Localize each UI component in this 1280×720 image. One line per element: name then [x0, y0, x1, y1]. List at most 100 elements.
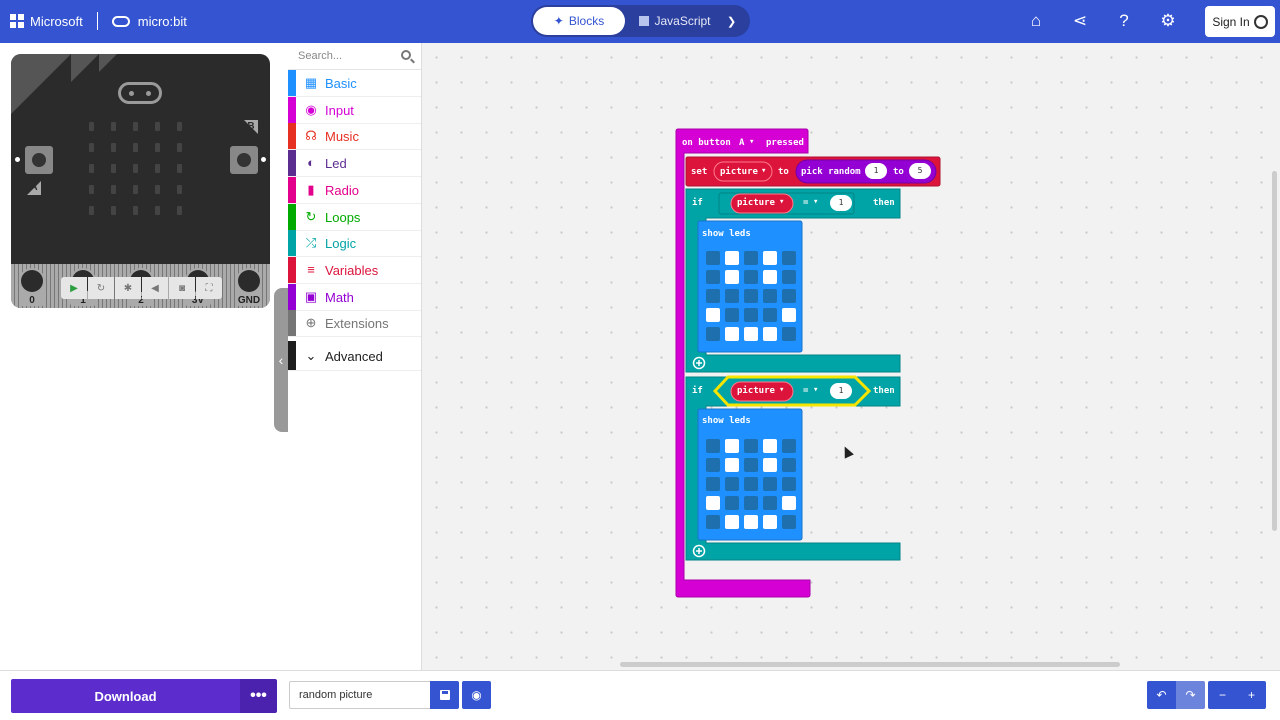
undo-button[interactable]: ↶: [1147, 681, 1176, 709]
compare-value-input[interactable]: 1: [830, 195, 852, 211]
mute-icon[interactable]: ◀: [142, 277, 168, 299]
led-cell[interactable]: [725, 270, 739, 284]
led-cell[interactable]: [744, 251, 758, 265]
microbit-board[interactable]: A B 0 1 2 3V GND: [11, 54, 270, 308]
button-a[interactable]: [25, 146, 53, 174]
restart-icon[interactable]: ↻: [88, 277, 114, 299]
led-cell[interactable]: [782, 251, 796, 265]
random-to-input[interactable]: 5: [909, 163, 931, 179]
led-cell[interactable]: [725, 439, 739, 453]
fullscreen-icon[interactable]: ⛶: [196, 277, 222, 299]
led-cell[interactable]: [744, 308, 758, 322]
led-cell[interactable]: [763, 251, 777, 265]
led-cell[interactable]: [763, 289, 777, 303]
led-cell[interactable]: [744, 270, 758, 284]
search-icon[interactable]: [401, 50, 411, 60]
led-cell[interactable]: [763, 439, 777, 453]
search-input[interactable]: Search...: [298, 50, 343, 62]
horizontal-scrollbar[interactable]: [620, 662, 1120, 667]
pin-0[interactable]: 0: [19, 268, 45, 306]
variable-name[interactable]: picture: [737, 198, 775, 208]
led-cell[interactable]: [763, 270, 777, 284]
led-cell[interactable]: [744, 458, 758, 472]
led-cell[interactable]: [763, 458, 777, 472]
button-dropdown[interactable]: A: [739, 138, 745, 148]
variable-name[interactable]: picture: [720, 167, 758, 177]
javascript-tab[interactable]: JavaScript: [627, 7, 723, 35]
led-cell[interactable]: [782, 289, 796, 303]
share-icon[interactable]: ⋖: [1072, 11, 1088, 30]
led-cell[interactable]: [706, 496, 720, 510]
screenshot-icon[interactable]: ◙: [169, 277, 195, 299]
led-cell[interactable]: [782, 515, 796, 529]
led-cell[interactable]: [725, 289, 739, 303]
variable-name[interactable]: picture: [737, 386, 775, 396]
led-cell[interactable]: [782, 308, 796, 322]
project-name-input[interactable]: random picture: [289, 681, 430, 709]
toolbox-category-logic[interactable]: ⤮Logic: [288, 230, 421, 258]
led-cell[interactable]: [763, 477, 777, 491]
led-cell[interactable]: [744, 477, 758, 491]
led-cell[interactable]: [782, 439, 796, 453]
blocks-tab[interactable]: ✦ Blocks: [533, 7, 625, 35]
led-cell[interactable]: [763, 515, 777, 529]
led-cell[interactable]: [763, 308, 777, 322]
led-cell[interactable]: [725, 477, 739, 491]
toolbox-category-math[interactable]: ▣Math: [288, 283, 421, 311]
vertical-scrollbar[interactable]: [1272, 171, 1277, 531]
led-cell[interactable]: [706, 439, 720, 453]
led-cell[interactable]: [725, 458, 739, 472]
led-cell[interactable]: [725, 251, 739, 265]
download-button[interactable]: Download: [11, 679, 240, 713]
compare-value-input[interactable]: 1: [830, 383, 852, 399]
led-cell[interactable]: [744, 439, 758, 453]
zoom-in-button[interactable]: +: [1237, 681, 1266, 709]
led-cell[interactable]: [782, 496, 796, 510]
search-box[interactable]: Search...: [288, 43, 421, 70]
led-cell[interactable]: [725, 515, 739, 529]
toolbox-category-basic[interactable]: ▦Basic: [288, 70, 421, 97]
led-editor-1[interactable]: [706, 251, 796, 341]
home-icon[interactable]: ⌂: [1030, 11, 1042, 30]
blocks-workspace[interactable]: on button A ▾ pressed set picture ▾ to p…: [422, 43, 1280, 670]
led-cell[interactable]: [744, 289, 758, 303]
led-cell[interactable]: [706, 477, 720, 491]
led-cell[interactable]: [706, 251, 720, 265]
led-cell[interactable]: [744, 515, 758, 529]
toolbox-category-led[interactable]: ◐Led: [288, 150, 421, 178]
operator-dropdown[interactable]: =: [803, 386, 809, 396]
led-cell[interactable]: [782, 477, 796, 491]
toolbox-category-music[interactable]: ☊Music: [288, 123, 421, 151]
gear-icon[interactable]: ⚙: [1160, 11, 1176, 30]
sign-in-button[interactable]: Sign In: [1205, 6, 1275, 37]
play-icon[interactable]: ▶: [61, 277, 87, 299]
led-cell[interactable]: [706, 308, 720, 322]
pin-gnd[interactable]: GND: [236, 268, 262, 306]
button-b[interactable]: [230, 146, 258, 174]
random-from-input[interactable]: 1: [865, 163, 887, 179]
download-more-button[interactable]: •••: [240, 679, 277, 713]
github-button[interactable]: ◉: [462, 681, 491, 709]
toolbox-category-variables[interactable]: ≡Variables: [288, 256, 421, 284]
save-button[interactable]: [430, 681, 459, 709]
led-cell[interactable]: [706, 327, 720, 341]
led-cell[interactable]: [706, 270, 720, 284]
led-cell[interactable]: [706, 289, 720, 303]
zoom-out-button[interactable]: −: [1208, 681, 1237, 709]
toolbox-category-advanced[interactable]: ⌄ Advanced: [288, 341, 421, 371]
led-editor-2[interactable]: [706, 439, 796, 529]
debug-icon[interactable]: ✱: [115, 277, 141, 299]
help-icon[interactable]: ?: [1119, 11, 1129, 30]
collapse-simulator-button[interactable]: ‹: [274, 288, 288, 432]
led-cell[interactable]: [782, 327, 796, 341]
led-cell[interactable]: [744, 496, 758, 510]
toolbox-category-extensions[interactable]: ⊕Extensions: [288, 310, 421, 338]
led-cell[interactable]: [725, 496, 739, 510]
led-cell[interactable]: [725, 327, 739, 341]
operator-dropdown[interactable]: =: [803, 198, 809, 208]
brand[interactable]: Microsoft micro:bit: [10, 10, 187, 32]
redo-button[interactable]: ↷: [1176, 681, 1205, 709]
led-cell[interactable]: [706, 458, 720, 472]
led-cell[interactable]: [763, 496, 777, 510]
toolbox-category-input[interactable]: ◉Input: [288, 96, 421, 124]
